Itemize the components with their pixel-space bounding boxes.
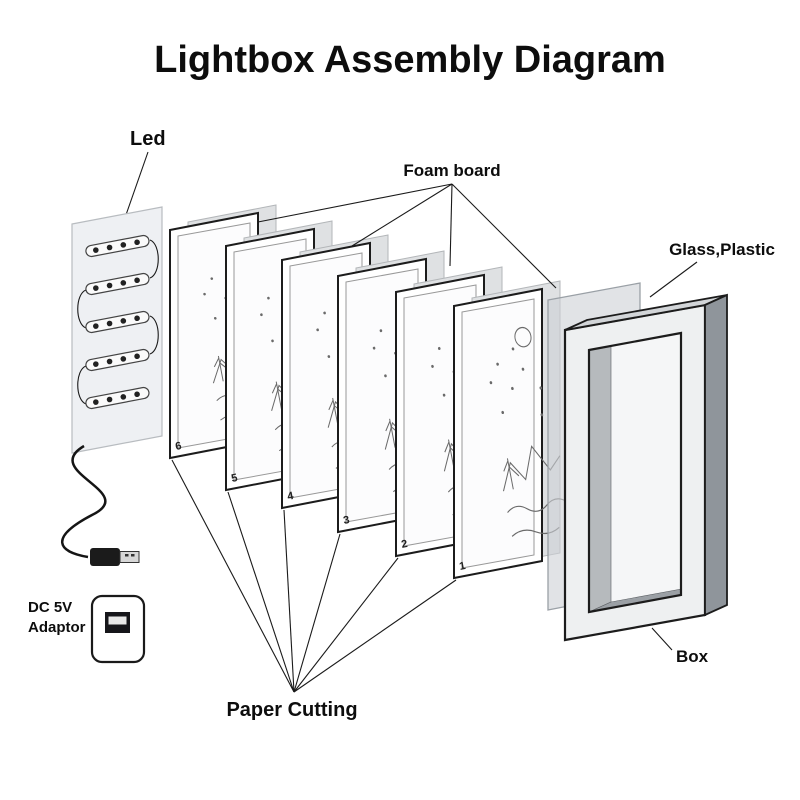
panel-number: 4 (286, 490, 295, 503)
usb-plug-icon (90, 548, 140, 566)
led-strip (85, 348, 150, 372)
box-right-face (704, 293, 728, 617)
panel-number: 2 (400, 538, 408, 551)
diagram-title: Lightbox Assembly Diagram (154, 39, 666, 81)
box-frame (563, 293, 728, 642)
paper-cutting-pointer-line (293, 579, 457, 693)
panel-number: 6 (174, 440, 182, 453)
box-pointer-line (651, 627, 673, 651)
box-inner-left-wall (588, 339, 612, 613)
led-strip-connector (149, 315, 159, 355)
led-label: Led (130, 128, 166, 150)
paper-cutting-pointer-line (293, 533, 341, 693)
led-strip (85, 234, 150, 258)
paper-cutting-pointer-line (283, 509, 295, 693)
box-label: Box (676, 647, 709, 666)
panel-number: 5 (230, 472, 238, 485)
led-strip-connector (149, 239, 159, 279)
foam-board-pointer-line (449, 183, 453, 267)
glass-pointer-line (649, 261, 698, 298)
adaptor-label-line2: Adaptor (28, 619, 86, 636)
led-strip-connector (77, 289, 87, 329)
box-opening (589, 333, 681, 612)
led-strip (85, 272, 150, 296)
power-wire (61, 444, 107, 559)
paper-cut-panel: 1 (453, 287, 575, 580)
paper-cutting-pointer-line (171, 459, 295, 693)
power-adaptor-icon (90, 594, 146, 664)
paper-cutting-pointer-line (293, 557, 399, 693)
led-panel (71, 206, 163, 454)
foam-board-pointer-line (351, 183, 453, 247)
paper-cutting-label: Paper Cutting (226, 699, 357, 721)
led-strip-connector (77, 365, 87, 405)
foam-board-pointer-line (257, 183, 453, 223)
led-strip (85, 310, 150, 334)
led-strip (85, 386, 150, 410)
glass-plastic-label: Glass,Plastic (669, 240, 775, 259)
panel-number: 1 (458, 560, 466, 573)
paper-cutting-pointer-line (227, 491, 295, 693)
panel-number: 3 (342, 514, 350, 527)
foam-board-label: Foam board (403, 161, 500, 180)
adaptor-label-line1: DC 5V (28, 599, 72, 616)
foam-board-pointer-line (451, 183, 557, 289)
